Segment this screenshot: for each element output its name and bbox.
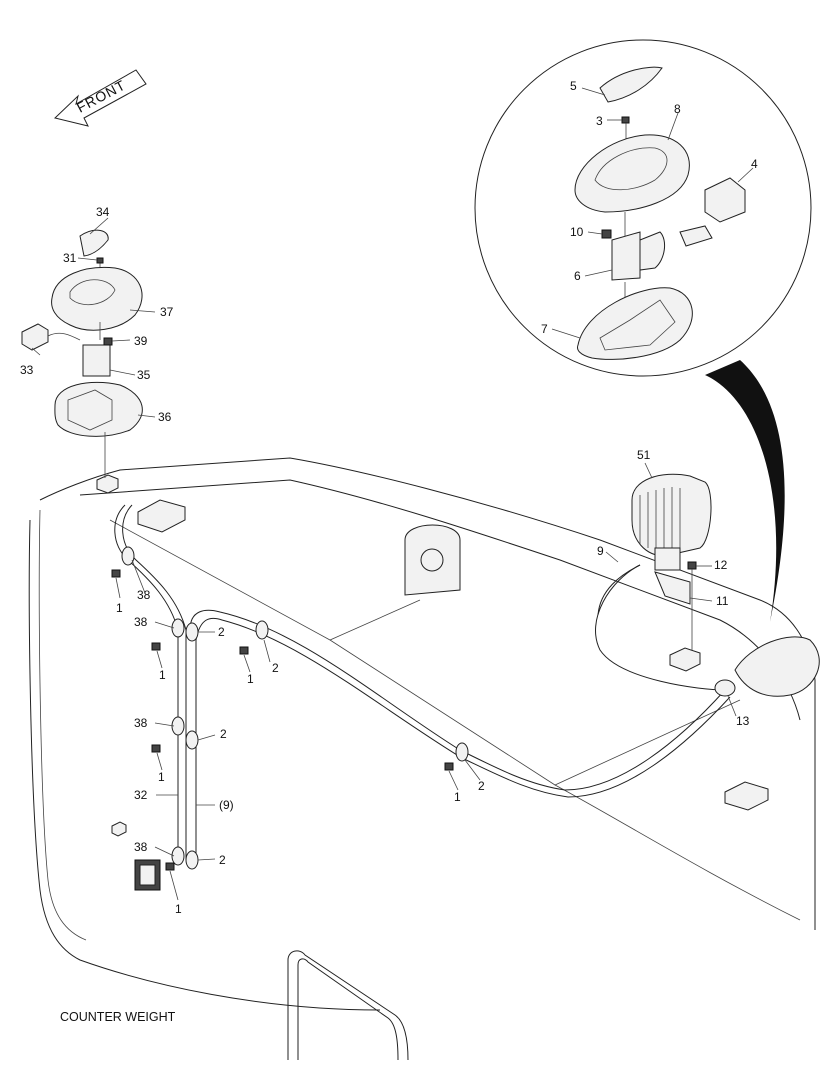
callout-13: 13 xyxy=(736,714,750,728)
callout-11: 11 xyxy=(716,594,729,608)
callout-12: 12 xyxy=(714,558,728,572)
callout-31: 31 xyxy=(63,251,77,265)
callout-1: 1 xyxy=(247,672,254,686)
callout-35: 35 xyxy=(137,368,151,382)
callout-1: 1 xyxy=(116,601,123,615)
callout-2: 2 xyxy=(220,727,227,741)
callout-34: 34 xyxy=(96,205,110,219)
callout-2: 2 xyxy=(478,779,485,793)
callout-38: 38 xyxy=(134,716,148,730)
callout-7: 7 xyxy=(541,322,548,336)
front-direction-arrow: FRONT xyxy=(53,69,147,127)
callout-37: 37 xyxy=(160,305,174,319)
callout-38: 38 xyxy=(134,615,148,629)
callout-1: 1 xyxy=(159,668,166,682)
callout-labels: 1 1 1 1 1 1 2 2 2 2 2 3 4 5 6 7 8 9 (9) … xyxy=(20,79,758,916)
callout-38: 38 xyxy=(137,588,151,602)
callout-51: 51 xyxy=(637,448,651,462)
harness-clamps xyxy=(121,546,736,870)
left-lamp-assembly xyxy=(21,229,143,478)
counter-weight-body xyxy=(28,457,816,1061)
detail-lamp-on-body xyxy=(734,636,820,697)
callout-10: 10 xyxy=(570,225,584,239)
callout-8: 8 xyxy=(674,102,681,116)
callout-2: 2 xyxy=(218,625,225,639)
callout-1: 1 xyxy=(454,790,461,804)
callout-3: 3 xyxy=(596,114,603,128)
callout-39: 39 xyxy=(134,334,148,348)
detail-leader-wedge xyxy=(705,360,785,622)
counter-weight-caption: COUNTER WEIGHT xyxy=(60,1010,176,1024)
callout-36: 36 xyxy=(158,410,172,424)
callout-1: 1 xyxy=(158,770,165,784)
callout-5: 5 xyxy=(570,79,577,93)
callout-32: 32 xyxy=(134,788,148,802)
callout-6: 6 xyxy=(574,269,581,283)
detail-view xyxy=(474,39,820,697)
leader-lines xyxy=(31,87,754,901)
mounting-bolts xyxy=(111,569,454,871)
callout-4: 4 xyxy=(751,157,758,171)
front-label: FRONT xyxy=(74,77,129,116)
harness-connector xyxy=(134,859,161,891)
callout-9-ref: (9) xyxy=(219,798,234,812)
callout-2: 2 xyxy=(219,853,226,867)
callout-2: 2 xyxy=(272,661,279,675)
callout-33: 33 xyxy=(20,363,34,377)
work-lamp-51 xyxy=(597,473,712,650)
callout-9: 9 xyxy=(597,544,604,558)
callout-1: 1 xyxy=(175,902,182,916)
callout-38: 38 xyxy=(134,840,148,854)
